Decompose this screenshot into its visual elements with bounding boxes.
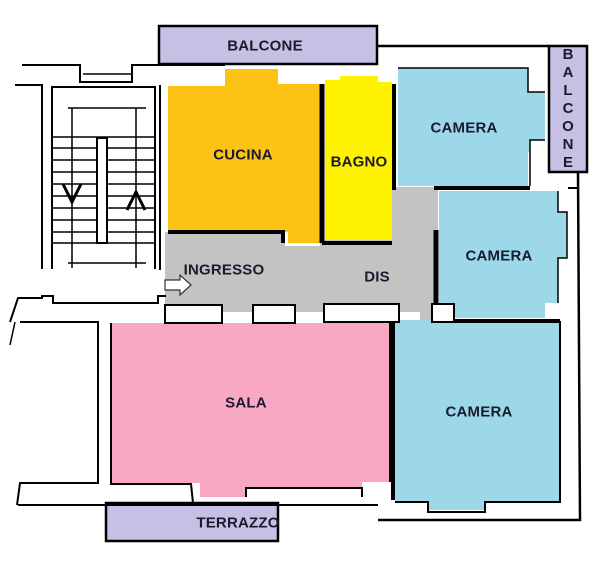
- letter: N: [562, 136, 574, 153]
- balcone-right-area: [547, 44, 589, 174]
- stair-down-arrow-icon: [61, 183, 83, 206]
- wall-segment: [323, 303, 400, 323]
- wall-segment: [252, 304, 296, 324]
- letter: C: [562, 100, 574, 117]
- sala-area: [111, 323, 390, 497]
- sala-label: SALA: [225, 394, 267, 412]
- letter: L: [563, 82, 573, 99]
- letter: O: [562, 118, 574, 135]
- balcone-top-area: [157, 24, 379, 66]
- balcone-top-label: BALCONE: [227, 37, 303, 55]
- letter: E: [562, 154, 574, 171]
- letter: A: [562, 64, 574, 81]
- dis-label: DIS: [364, 268, 390, 286]
- bagno-label: BAGNO: [330, 153, 388, 171]
- balcone-right-label: B A L C O N E: [562, 46, 574, 172]
- left-wall-top: [22, 64, 225, 83]
- outer-wall-far-right: [378, 171, 582, 522]
- cucina-area: [168, 69, 320, 243]
- ingresso-label: INGRESSO: [183, 261, 265, 279]
- camera-middle-area: [439, 191, 567, 318]
- camera-bottom-label: CAMERA: [445, 403, 513, 421]
- terrazzo-label: TERRAZZO: [196, 514, 280, 532]
- bagno-area: [325, 76, 392, 240]
- entry-arrow-icon: [164, 273, 192, 297]
- wall-segment: [431, 303, 455, 323]
- camera-middle-label: CAMERA: [465, 247, 533, 265]
- stair-up-arrow-icon: [125, 188, 147, 211]
- letter: B: [562, 46, 574, 63]
- corridor-area: [165, 187, 438, 320]
- staircase: [52, 107, 155, 268]
- camera-top-label: CAMERA: [430, 119, 498, 137]
- wall-segment: [164, 304, 223, 324]
- cucina-label: CUCINA: [213, 146, 273, 164]
- camera-bottom-area: [395, 320, 560, 510]
- camera-top-area: [398, 68, 545, 186]
